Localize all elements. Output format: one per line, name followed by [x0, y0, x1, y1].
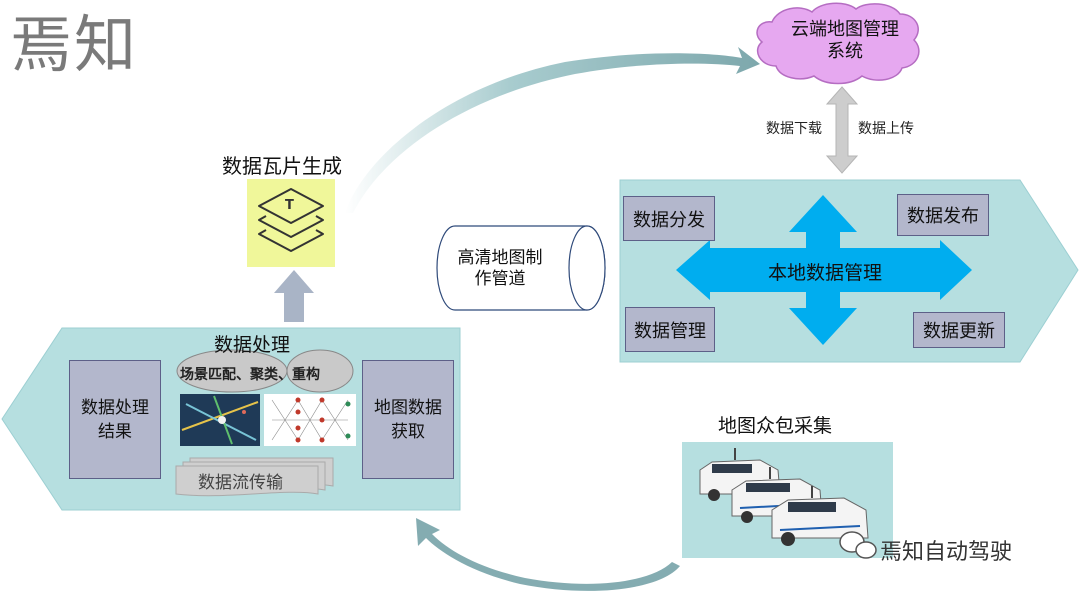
layers-icon [258, 188, 324, 252]
upload-arrow [274, 270, 314, 322]
download-label: 数据下载 [766, 121, 822, 137]
tiles-icon-letter: T [285, 198, 294, 213]
result-box: 数据处理 结果 [69, 360, 161, 479]
tiles-title: 数据瓦片生成 [222, 154, 342, 178]
crowd-title: 地图众包采集 [718, 415, 833, 437]
update-box: 数据更新 [913, 312, 1005, 348]
map-thumbnail [180, 394, 260, 446]
distribute-box: 数据分发 [623, 196, 715, 241]
chips-label: 场景匹配、聚类、重构 [180, 367, 320, 383]
curve-arrow-bottom [416, 518, 680, 591]
sync-arrow [825, 86, 859, 174]
network-thumbnail [264, 394, 356, 446]
pipeline-label: 高清地图制 作管道 [457, 248, 543, 289]
upload-label: 数据上传 [858, 121, 914, 137]
stream-stack [175, 457, 334, 497]
chips-ellipse-right [286, 349, 354, 393]
cloud-label: 云端地图管理 系统 [791, 19, 899, 62]
acquire-box: 地图数据 获取 [362, 360, 454, 479]
pipeline-cylinder [436, 225, 606, 311]
stream-label: 数据流传输 [198, 473, 283, 493]
publish-box: 数据发布 [897, 194, 989, 236]
processing-title: 数据处理 [214, 334, 291, 356]
curve-arrow-top [345, 47, 760, 213]
manage-box: 数据管理 [625, 307, 715, 352]
cloud-shape [756, 2, 920, 85]
watermark-text: 焉知自动驾驶 [880, 540, 1013, 565]
local-center-label: 本地数据管理 [767, 261, 882, 284]
logo-text: 焉知 [10, 8, 139, 81]
wechat-icon [839, 531, 877, 559]
cars-illustration [699, 448, 869, 546]
four-way-arrow [676, 195, 972, 345]
